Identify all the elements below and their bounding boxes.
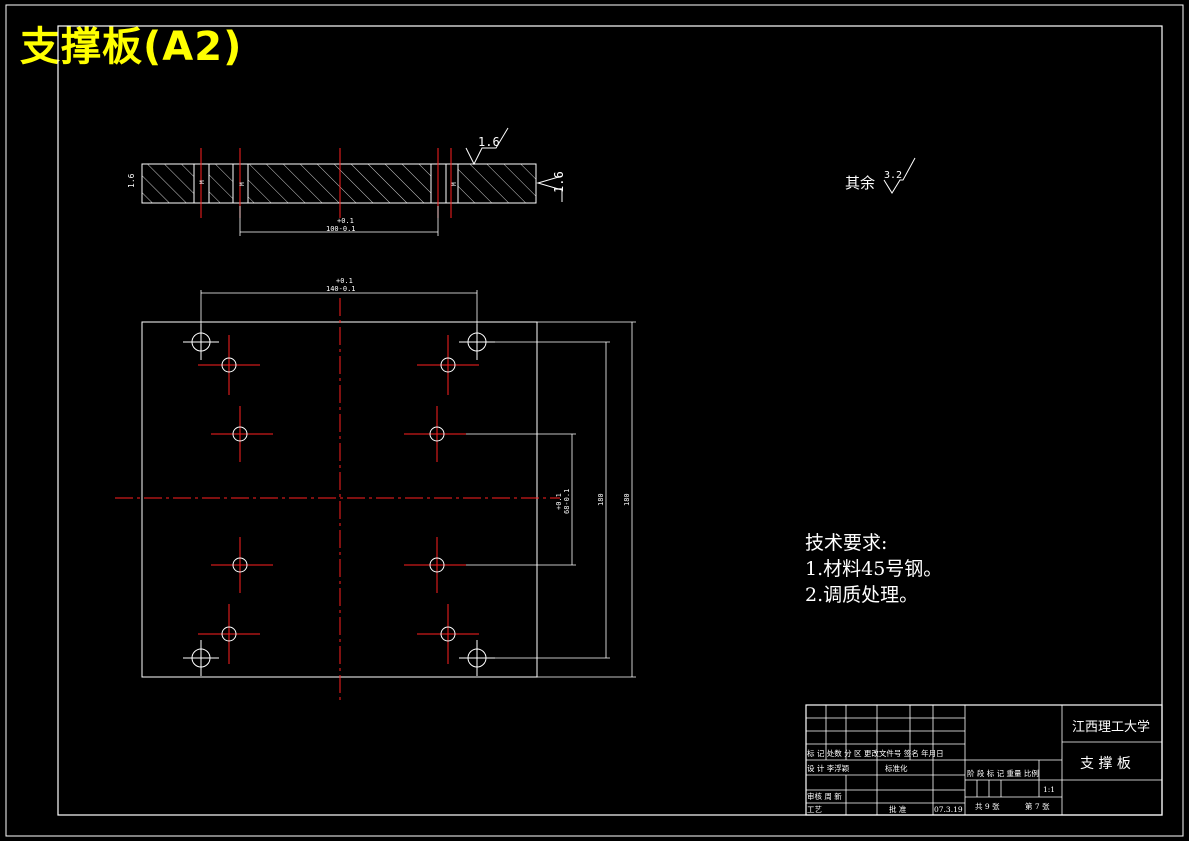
requirement-item-1: 1.材料45号钢。 [805, 558, 943, 580]
revision-labels: 标 记 处数 分 区 更改文件号 签名 年月日 [807, 748, 944, 758]
scale-cell: 1:1 [1043, 785, 1055, 794]
outer-dim-value: 180 [623, 493, 631, 506]
school-name: 江西理工大学 [1072, 719, 1150, 735]
roughness-right: 1.6 [552, 171, 566, 193]
date-cell: 07.3.19 [934, 805, 963, 814]
reviewer-cell: 审核 周 新 [807, 791, 842, 801]
title-block-text: 江西理工大学 支 撑 板 标 记 处数 分 区 更改文件号 签名 年月日 设 计… [807, 719, 1150, 814]
roughness-top: 1.6 [478, 135, 500, 149]
inner-dim-value: 68-0.1 [563, 489, 571, 514]
requirement-item-2: 2.调质处理。 [805, 584, 919, 606]
outer-border [5, 4, 1184, 837]
hole-tag-1: M [199, 180, 206, 184]
requirements-heading: 技术要求: [805, 532, 888, 554]
approve-cell: 批 准 [889, 804, 907, 814]
standard-cell: 标准化 [885, 763, 908, 773]
inner-frame [57, 25, 1163, 816]
top-plan-view: +0.1 140-0.1 +0.1 68-0.1 180 180 [115, 277, 636, 703]
top-dim-tolerance: +0.1 [336, 277, 353, 285]
sheet-number: 第 7 张 [1025, 801, 1050, 811]
side-dim-tolerance: +0.1 [337, 217, 354, 225]
mid-dim-value: 180 [597, 493, 605, 506]
sheets-total: 共 9 张 [975, 802, 1000, 811]
top-dim-value: 140-0.1 [326, 285, 356, 293]
side-section-view: M M M 1.6 1.6 1.6 +0.1 100-0.1 [127, 127, 566, 236]
hole-tag-2: M [239, 182, 246, 186]
process-cell: 工艺 [807, 805, 822, 814]
side-dim-value: 100-0.1 [326, 225, 356, 233]
stage-header: 阶 段 标 记 重量 比例 [967, 768, 1039, 778]
inner-dim-tolerance: +0.1 [555, 493, 563, 510]
left-thickness-dim: 1.6 [127, 173, 136, 188]
hole-tag-3: M [451, 182, 458, 186]
title-block [805, 704, 1163, 816]
other-roughness: 3.2 其余 [845, 157, 916, 194]
drawing-title: 支撑板(A2) [20, 24, 243, 70]
other-roughness-label: 其余 [845, 174, 875, 192]
designer-cell: 设 计 李浮颖 [807, 763, 850, 773]
part-name: 支 撑 板 [1080, 756, 1131, 772]
other-roughness-value: 3.2 [884, 170, 902, 181]
